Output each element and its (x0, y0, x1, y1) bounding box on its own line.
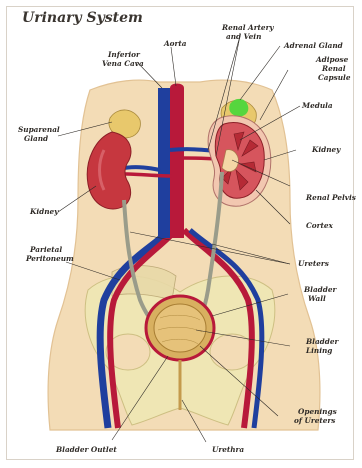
label-adipose-line3: Capsule (318, 73, 351, 82)
label-inferior-vena-cava-line2: Vena Cava (102, 59, 144, 68)
label-urethra: Urethra (212, 445, 244, 454)
label-medula: Medula (301, 101, 333, 110)
label-suprarenal-line2: Gland (24, 134, 48, 143)
label-aorta: Aorta (163, 39, 187, 48)
label-renal-artery-vein-line2: and Vein (226, 32, 261, 41)
label-bladder-lining-line2: Lining (305, 346, 332, 355)
bladder-lining (154, 304, 206, 352)
label-bladder-lining-line1: Bladder (305, 337, 340, 346)
label-adrenal-gland: Adrenal Gland (283, 41, 343, 50)
label-bladder-lining: Bladder Lining (305, 337, 341, 355)
label-openings-of-ureters: Openings of Ureters (294, 407, 339, 425)
label-suprarenal-gland: Suparenal Gland (18, 125, 62, 143)
label-bladder-wall-line1: Bladder (303, 285, 338, 294)
inferior-vena-cava (158, 88, 170, 238)
label-adipose-line2: Renal (321, 64, 346, 73)
label-kidney-right: Kidney (29, 207, 59, 216)
pelvic-opening-right (210, 334, 254, 370)
label-renal-pelvis: Renal Pelvis (305, 193, 356, 202)
aorta (170, 88, 184, 238)
label-bladder-outlet: Bladder Outlet (55, 445, 117, 454)
label-parietal-line1: Parietal (29, 245, 62, 254)
label-cortex: Cortex (306, 221, 334, 230)
label-renal-artery-vein-line1: Renal Artery (221, 23, 274, 32)
label-suprarenal-line1: Suparenal (18, 125, 60, 134)
label-bladder-wall-line2: Wall (308, 294, 326, 303)
label-parietal-peritoneum: Parietal Peritoneum (25, 245, 74, 263)
label-bladder-wall: Bladder Wall (303, 285, 339, 303)
label-kidney-left: Kidney (311, 145, 341, 154)
label-openings-line1: Openings (298, 407, 337, 416)
label-parietal-line2: Peritoneum (25, 254, 74, 263)
label-inferior-vena-cava: Inferior Vena Cava (102, 50, 144, 68)
renal-artery-right (124, 174, 172, 176)
label-ureters: Ureters (298, 259, 329, 268)
label-openings-line2: of Ureters (294, 416, 335, 425)
label-inferior-vena-cava-line1: Inferior (107, 50, 141, 59)
label-adipose-line1: Adipose (315, 55, 349, 64)
label-adipose-renal-capsule: Adipose Renal Capsule (315, 55, 351, 82)
label-renal-artery-vein: Renal Artery and Vein (221, 23, 276, 41)
